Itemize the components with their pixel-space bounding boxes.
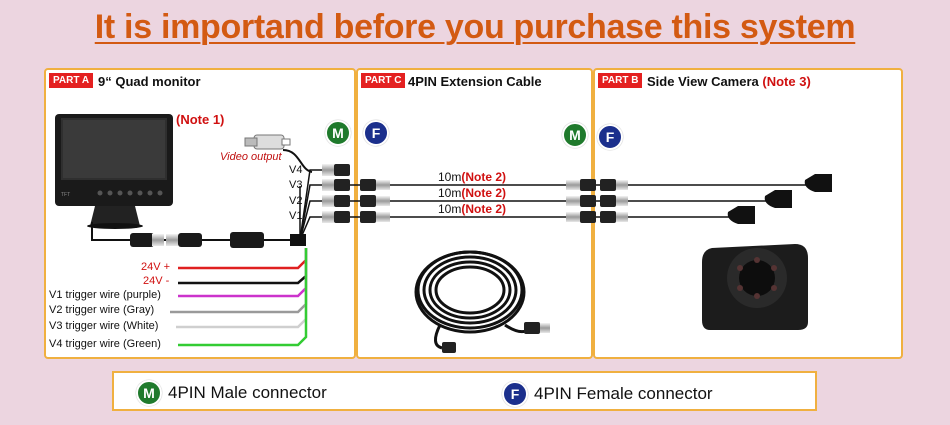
note-1: (Note 1): [176, 112, 225, 127]
part-c-tag: PART C: [361, 73, 406, 88]
video-output-label: Video output: [220, 151, 282, 163]
cable-length-2-value: 10m: [438, 186, 462, 200]
part-a-tag: PART A: [49, 73, 94, 88]
channel-v1: V1: [289, 210, 303, 222]
legend-male-label: 4PIN Male connector: [168, 383, 327, 402]
cable-length-3: 10m(Note 2): [438, 202, 506, 216]
page-title: It is importand before you purchase this…: [94, 8, 856, 46]
legend-female-marker: F: [502, 381, 528, 407]
cable-length-1: 10m(Note 2): [438, 170, 506, 184]
female-marker-camera: F: [597, 124, 623, 150]
panel-b-title-text: Side View Camera: [647, 74, 759, 89]
cable-length-3-note: (Note 2): [461, 202, 507, 216]
part-b-tag: PART B: [598, 73, 643, 88]
panel-c-title: 4PIN Extension Cable: [408, 74, 542, 89]
wire-v2-trigger: V2 trigger wire (Gray): [49, 304, 155, 316]
channel-v3: V3: [289, 179, 303, 191]
note-3: (Note 3): [762, 74, 811, 89]
cable-length-1-note: (Note 2): [461, 170, 507, 184]
cable-length-2: 10m(Note 2): [438, 186, 506, 200]
wire-24v-plus: 24V +: [141, 261, 171, 273]
legend-female-label: 4PIN Female connector: [534, 384, 713, 403]
male-marker-extension: M: [562, 122, 588, 148]
wire-v3-trigger: V3 trigger wire (White): [49, 320, 159, 332]
legend-male-marker: M: [136, 380, 162, 406]
connector-legend: M 4PIN Male connector F 4PIN Female conn…: [112, 371, 817, 411]
wire-v1-trigger: V1 trigger wire (purple): [49, 289, 161, 301]
wire-v4-trigger: V4 trigger wire (Green): [49, 338, 161, 350]
panel-side-camera: PART B Side View Camera (Note 3): [593, 68, 903, 359]
channel-v4: V4: [289, 164, 303, 176]
wire-24v-minus: 24V -: [143, 275, 170, 287]
cable-length-1-value: 10m: [438, 170, 462, 184]
male-marker-monitor: M: [325, 120, 351, 146]
cable-length-3-value: 10m: [438, 202, 462, 216]
panel-b-title: Side View Camera (Note 3): [647, 74, 811, 89]
channel-v2: V2: [289, 195, 303, 207]
panel-a-title: 9“ Quad monitor: [98, 74, 201, 89]
cable-length-2-note: (Note 2): [461, 186, 507, 200]
female-marker-extension: F: [363, 120, 389, 146]
